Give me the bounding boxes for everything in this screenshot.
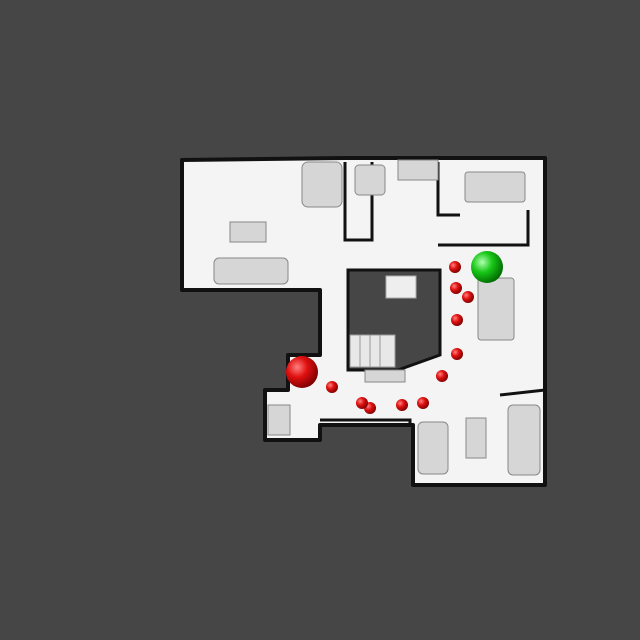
path-markers bbox=[286, 251, 503, 414]
coffee-table bbox=[465, 417, 487, 459]
dining-table-top bbox=[464, 171, 526, 203]
path-waypoint-marker bbox=[436, 370, 448, 382]
armchair bbox=[417, 421, 449, 475]
start-position-marker bbox=[286, 356, 318, 388]
house-floor bbox=[180, 156, 547, 487]
path-waypoint-marker bbox=[462, 291, 474, 303]
path-waypoint-marker bbox=[326, 381, 338, 393]
path-waypoint-marker bbox=[450, 282, 462, 294]
goal-position-marker bbox=[471, 251, 503, 283]
path-waypoint-marker bbox=[356, 397, 368, 409]
furniture bbox=[213, 159, 541, 476]
stairs bbox=[349, 334, 396, 368]
dining-table bbox=[477, 277, 515, 341]
path-waypoint-marker bbox=[449, 261, 461, 273]
path-waypoint-marker bbox=[451, 314, 463, 326]
armchair bbox=[301, 161, 343, 208]
sofa bbox=[507, 404, 541, 476]
path-waypoint-marker bbox=[417, 397, 429, 409]
path-waypoint-marker bbox=[396, 399, 408, 411]
table bbox=[229, 221, 267, 243]
toilet bbox=[267, 404, 291, 436]
path-waypoint-marker bbox=[451, 348, 463, 360]
sofa bbox=[213, 257, 289, 285]
